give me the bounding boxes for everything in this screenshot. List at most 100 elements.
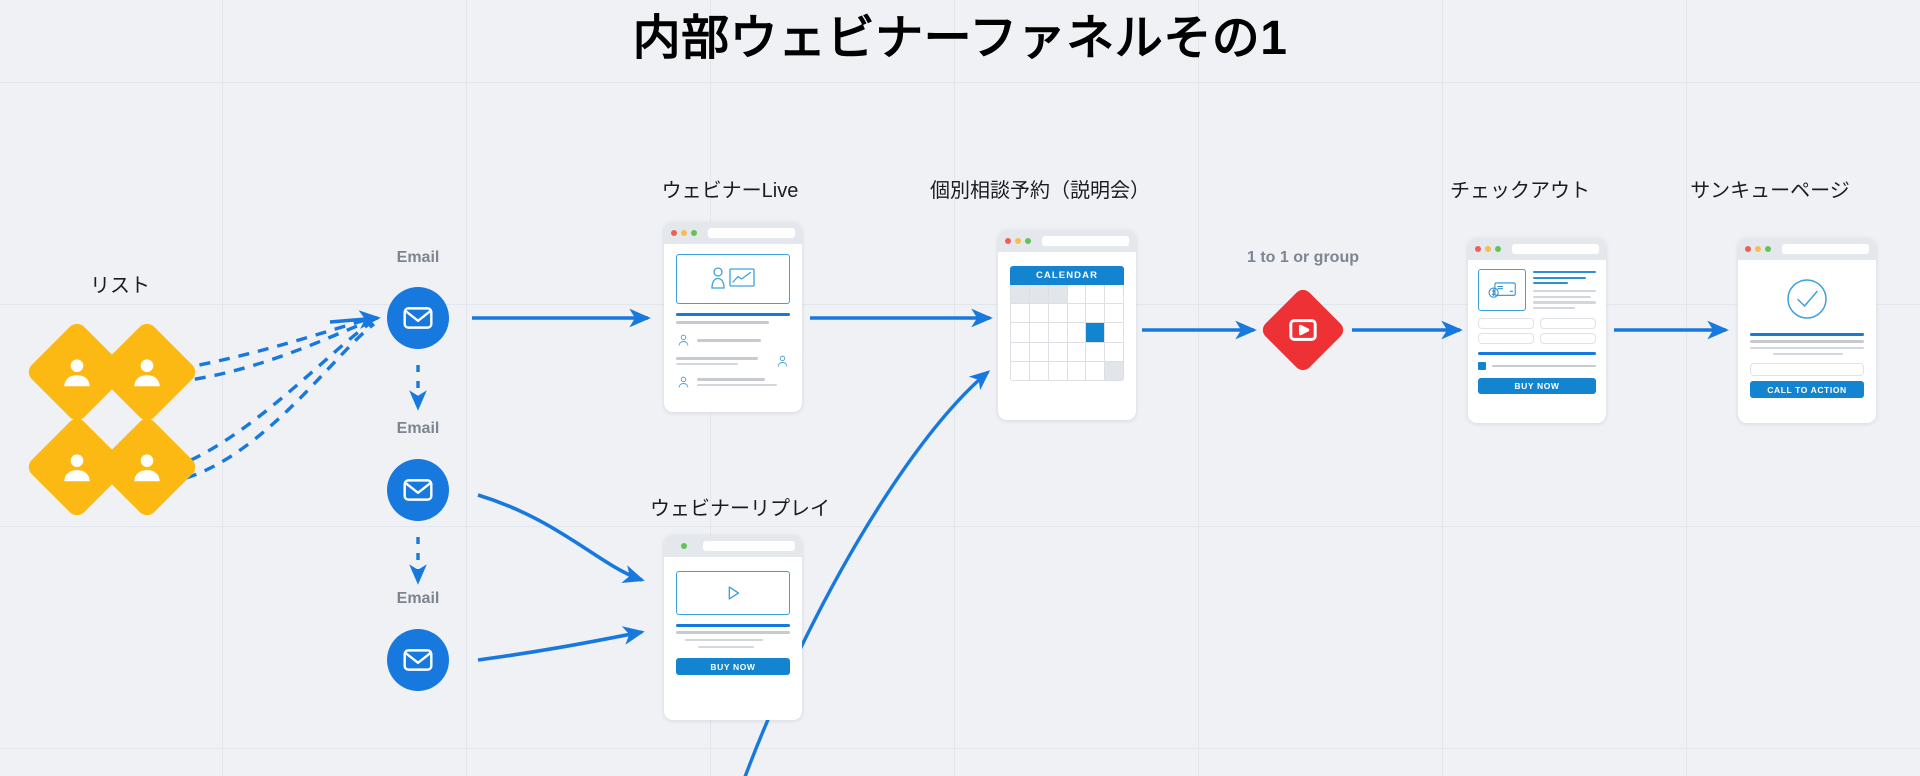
thank-you-input-field[interactable] xyxy=(1750,363,1864,377)
chat-text-lines xyxy=(676,357,769,366)
checkout-input-field[interactable] xyxy=(1540,318,1596,329)
calendar-cell[interactable] xyxy=(1029,342,1048,361)
email-node-3[interactable] xyxy=(387,629,449,691)
checkbox-toggle[interactable] xyxy=(1478,362,1486,371)
browser-titlebar xyxy=(998,230,1136,252)
maximize-dot-icon xyxy=(1025,238,1031,244)
list-person-node[interactable] xyxy=(94,319,200,425)
calendar-cell[interactable] xyxy=(1067,304,1086,323)
minimize-dot-icon xyxy=(1755,246,1761,252)
list-person-node[interactable] xyxy=(94,414,200,520)
calendar-cell[interactable] xyxy=(1067,361,1086,380)
buy-now-button[interactable]: BUY NOW xyxy=(676,658,790,676)
chat-row xyxy=(676,333,790,348)
calendar-cell[interactable] xyxy=(1086,342,1105,361)
envelope-icon xyxy=(403,479,433,501)
calendar-cell[interactable] xyxy=(1067,285,1086,304)
calendar-cell[interactable] xyxy=(1048,361,1067,380)
calendar-cell[interactable] xyxy=(1029,285,1048,304)
call-to-action-button[interactable]: CALL TO ACTION xyxy=(1750,381,1864,399)
chat-text-lines xyxy=(697,378,790,387)
calendar-grid[interactable] xyxy=(1010,285,1124,381)
meeting-node[interactable] xyxy=(1259,286,1347,374)
checkout-input-field[interactable] xyxy=(1478,318,1534,329)
browser-titlebar xyxy=(664,535,802,557)
calendar-cell[interactable] xyxy=(1067,323,1086,342)
list-stage-label: リスト xyxy=(90,275,150,297)
calendar-cell[interactable] xyxy=(1105,361,1123,380)
address-bar[interactable] xyxy=(708,228,795,238)
webinar-replay-content: BUY NOW xyxy=(664,557,802,685)
presenter-chart-icon xyxy=(711,267,755,289)
credit-card-hero xyxy=(1478,269,1526,311)
maximize-dot-icon xyxy=(1765,246,1771,252)
calendar-cell[interactable] xyxy=(1086,304,1105,323)
page-title: 内部ウェビナーファネルその1 xyxy=(632,12,1288,65)
maximize-dot-icon xyxy=(1495,246,1501,252)
text-line xyxy=(1750,346,1864,349)
calendar-cell[interactable] xyxy=(1105,304,1123,323)
webinar-replay-browser[interactable]: BUY NOW xyxy=(664,535,802,720)
close-dot-icon xyxy=(671,230,677,236)
webinar-live-content xyxy=(664,244,802,400)
calendar-cell[interactable] xyxy=(1086,285,1105,304)
person-icon xyxy=(110,430,184,504)
thank-you-browser[interactable]: CALL TO ACTION xyxy=(1738,238,1876,423)
step-caption-checkout: チェックアウト xyxy=(1450,180,1590,202)
credit-card-icon xyxy=(1488,282,1516,298)
calendar-cell[interactable] xyxy=(1029,361,1048,380)
maximize-dot-icon xyxy=(681,543,687,549)
email-node-1[interactable] xyxy=(387,287,449,349)
text-line xyxy=(1772,352,1844,356)
text-line xyxy=(1533,271,1596,273)
calendar-cell[interactable] xyxy=(1048,304,1067,323)
webinar-live-browser[interactable] xyxy=(664,222,802,412)
calendar-cell[interactable] xyxy=(1029,304,1048,323)
text-line xyxy=(1533,307,1575,310)
calendar-cell[interactable] xyxy=(1011,323,1029,342)
address-bar[interactable] xyxy=(1782,244,1869,254)
buy-now-button[interactable]: BUY NOW xyxy=(1478,378,1596,395)
email-node-2[interactable] xyxy=(387,459,449,521)
calendar-cell[interactable] xyxy=(1011,342,1029,361)
calendar-cell[interactable] xyxy=(1086,361,1105,380)
calendar-header: CALENDAR xyxy=(1010,266,1124,285)
checkout-browser[interactable]: BUY NOW xyxy=(1468,238,1606,423)
calendar-cell[interactable] xyxy=(1048,323,1067,342)
checkout-content: BUY NOW xyxy=(1468,260,1606,403)
address-bar[interactable] xyxy=(1512,244,1599,254)
step-caption-booking: 個別相談予約（説明会） xyxy=(930,180,1150,202)
checkout-input-field[interactable] xyxy=(1478,333,1534,344)
browser-titlebar xyxy=(664,222,802,244)
list-person-node[interactable] xyxy=(24,414,130,520)
minimize-dot-icon xyxy=(681,230,687,236)
video-player-hero[interactable] xyxy=(676,571,790,615)
calendar-cell[interactable] xyxy=(1011,361,1029,380)
meeting-label: 1 to 1 or group xyxy=(1247,249,1359,266)
calendar-cell[interactable] xyxy=(1048,342,1067,361)
chat-row xyxy=(676,375,790,390)
close-dot-icon xyxy=(1005,238,1011,244)
minimize-dot-icon xyxy=(1485,246,1491,252)
chat-text-lines xyxy=(697,338,790,342)
calendar-cell[interactable] xyxy=(1048,285,1067,304)
calendar-cell[interactable] xyxy=(1105,342,1123,361)
text-line xyxy=(1533,301,1596,304)
calendar-cell[interactable] xyxy=(1105,323,1123,342)
text-line xyxy=(676,321,769,324)
calendar-cell[interactable] xyxy=(1011,304,1029,323)
calendar-cell[interactable] xyxy=(1011,285,1029,304)
calendar-cell[interactable] xyxy=(1105,285,1123,304)
booking-calendar-browser[interactable]: CALENDAR xyxy=(998,230,1136,420)
address-bar[interactable] xyxy=(703,541,795,551)
address-bar[interactable] xyxy=(1042,236,1129,246)
checkout-input-field[interactable] xyxy=(1540,333,1596,344)
thank-you-content: CALL TO ACTION xyxy=(1738,260,1876,412)
calendar-cell[interactable] xyxy=(1067,342,1086,361)
booking-content: CALENDAR xyxy=(998,252,1136,395)
calendar-cell-selected[interactable] xyxy=(1086,323,1105,342)
text-line xyxy=(1533,282,1569,285)
calendar-cell[interactable] xyxy=(1029,323,1048,342)
list-person-node[interactable] xyxy=(24,319,130,425)
